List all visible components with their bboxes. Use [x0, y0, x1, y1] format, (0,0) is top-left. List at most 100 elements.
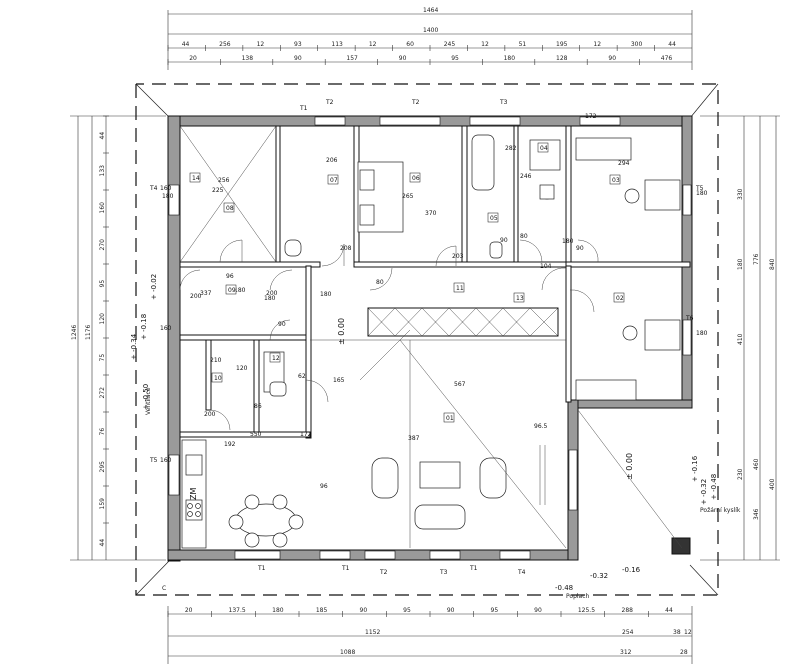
room-dimension: 206: [326, 157, 338, 164]
dim-value: 90: [534, 607, 542, 614]
exterior-walls: [167, 115, 693, 562]
room-dimension: 160: [160, 457, 172, 464]
room-dimension: 246: [520, 173, 532, 180]
armchair-left: [371, 457, 399, 499]
room-number: 07: [330, 177, 338, 184]
dim-value: 44: [665, 607, 673, 614]
level-bottom-1: -0.16: [622, 566, 641, 574]
coffee-table: [419, 461, 461, 489]
dim-value: 120: [99, 313, 106, 325]
room-dimension: 180: [696, 190, 708, 197]
dim-bottom-312: 312: [620, 649, 632, 656]
dining-table: [235, 503, 297, 537]
room-number: 09: [228, 287, 236, 294]
dim-value: 90: [608, 55, 616, 62]
room-number: 02: [616, 295, 624, 302]
dim-value: 95: [491, 607, 499, 614]
window-tag: T3: [499, 99, 508, 106]
room-dimension: 96: [320, 483, 328, 490]
room-number: 11: [456, 285, 464, 292]
window-tag: T1: [257, 565, 266, 572]
dim-value: 270: [99, 239, 106, 251]
window-tag: T4: [149, 185, 158, 192]
dim-inner-top: 1400: [423, 27, 438, 34]
dim-bottom-1088: 1088: [340, 649, 355, 656]
window-tag: T1: [299, 105, 308, 112]
room-number-box: [537, 142, 549, 153]
dim-bottom-12: 12: [684, 629, 692, 636]
level-ramp-2: + -0.18: [140, 314, 148, 340]
room-dimension: 165: [333, 377, 345, 384]
dim-value: 44: [99, 539, 106, 547]
room-number: 14: [192, 175, 200, 182]
room-dimension: 282: [505, 145, 517, 152]
dim-value: 256: [219, 41, 231, 48]
room-dimension: 208: [340, 245, 352, 252]
dim-value: 60: [406, 41, 414, 48]
room-dimension: 180: [562, 238, 574, 245]
level-bottom-2: -0.32: [590, 572, 608, 580]
room-dimension: 567: [454, 381, 466, 388]
room-dimension: 337: [200, 290, 212, 297]
window-tag: T2: [411, 99, 420, 106]
door-swings: [179, 239, 599, 505]
room-guides: [179, 125, 683, 549]
dim-value: 180: [504, 55, 516, 62]
dim-value: 44: [99, 132, 106, 140]
room-dimension: 96: [226, 273, 234, 280]
room-number-box: [443, 412, 455, 423]
room-dimension: 387: [408, 435, 420, 442]
dim-value: 295: [99, 461, 106, 473]
dim-bottom-28: 28: [680, 649, 688, 656]
room-annotations: 2562062653702822942252461721049090801801…: [160, 113, 708, 490]
level-step-3: + -0.48: [710, 474, 718, 500]
dim-value: 44: [668, 41, 676, 48]
room-dimension: 80: [520, 233, 528, 240]
dim-bottom-1152: 1152: [365, 629, 380, 636]
dim-value: 125.5: [578, 607, 595, 614]
furniture: [181, 134, 691, 555]
level-ramp-3: + -0.34: [130, 333, 138, 360]
room-number-box: [327, 174, 339, 185]
dim-value: 12: [369, 41, 377, 48]
room-number-box: [613, 292, 625, 303]
sofa: [414, 504, 466, 530]
desk-upper: [644, 179, 681, 211]
dim-bottom-254: 254: [622, 629, 634, 636]
room-dimension: 172: [585, 113, 597, 120]
room-number: 13: [516, 295, 524, 302]
room-dimension: 200: [190, 293, 202, 300]
dim-value: 180: [272, 607, 284, 614]
dim-value: 20: [185, 607, 193, 614]
dim-value: 90: [360, 607, 368, 614]
dim-value: 75: [99, 354, 106, 362]
window-tag: T6: [685, 315, 694, 322]
dim-value: 300: [631, 41, 643, 48]
room-number-box: [453, 282, 465, 293]
room-dimension: 256: [218, 177, 230, 184]
dim-total-top: 1464: [423, 7, 438, 14]
dim-value: 12: [257, 41, 265, 48]
room-dimension: 120: [236, 365, 248, 372]
room-dimension: 180: [162, 193, 174, 200]
label-vent: Ventilace: [145, 387, 152, 415]
level-markers: ± 0.00 ± 0.00 + -0.16 + -0.32 + -0.48 + …: [130, 274, 741, 600]
room-dimension: 104: [540, 263, 552, 270]
level-hall: ± 0.00: [337, 318, 346, 345]
dim-value: 159: [99, 498, 106, 510]
room-dimension: 86: [254, 403, 262, 410]
dim-value: 95: [99, 280, 106, 288]
level-terrace: ± 0.00: [625, 453, 634, 480]
desk-lower: [644, 319, 681, 351]
label-alarm: Poplach: [566, 593, 590, 600]
room-number-box: [269, 352, 281, 363]
dim-value: 95: [451, 55, 459, 62]
room-number-box: [487, 212, 499, 223]
dim-value: 157: [346, 55, 358, 62]
label-oxygen: Požární kyslík: [700, 507, 741, 514]
dim-value: 76: [99, 428, 106, 436]
room-dimension: 200: [266, 290, 278, 297]
